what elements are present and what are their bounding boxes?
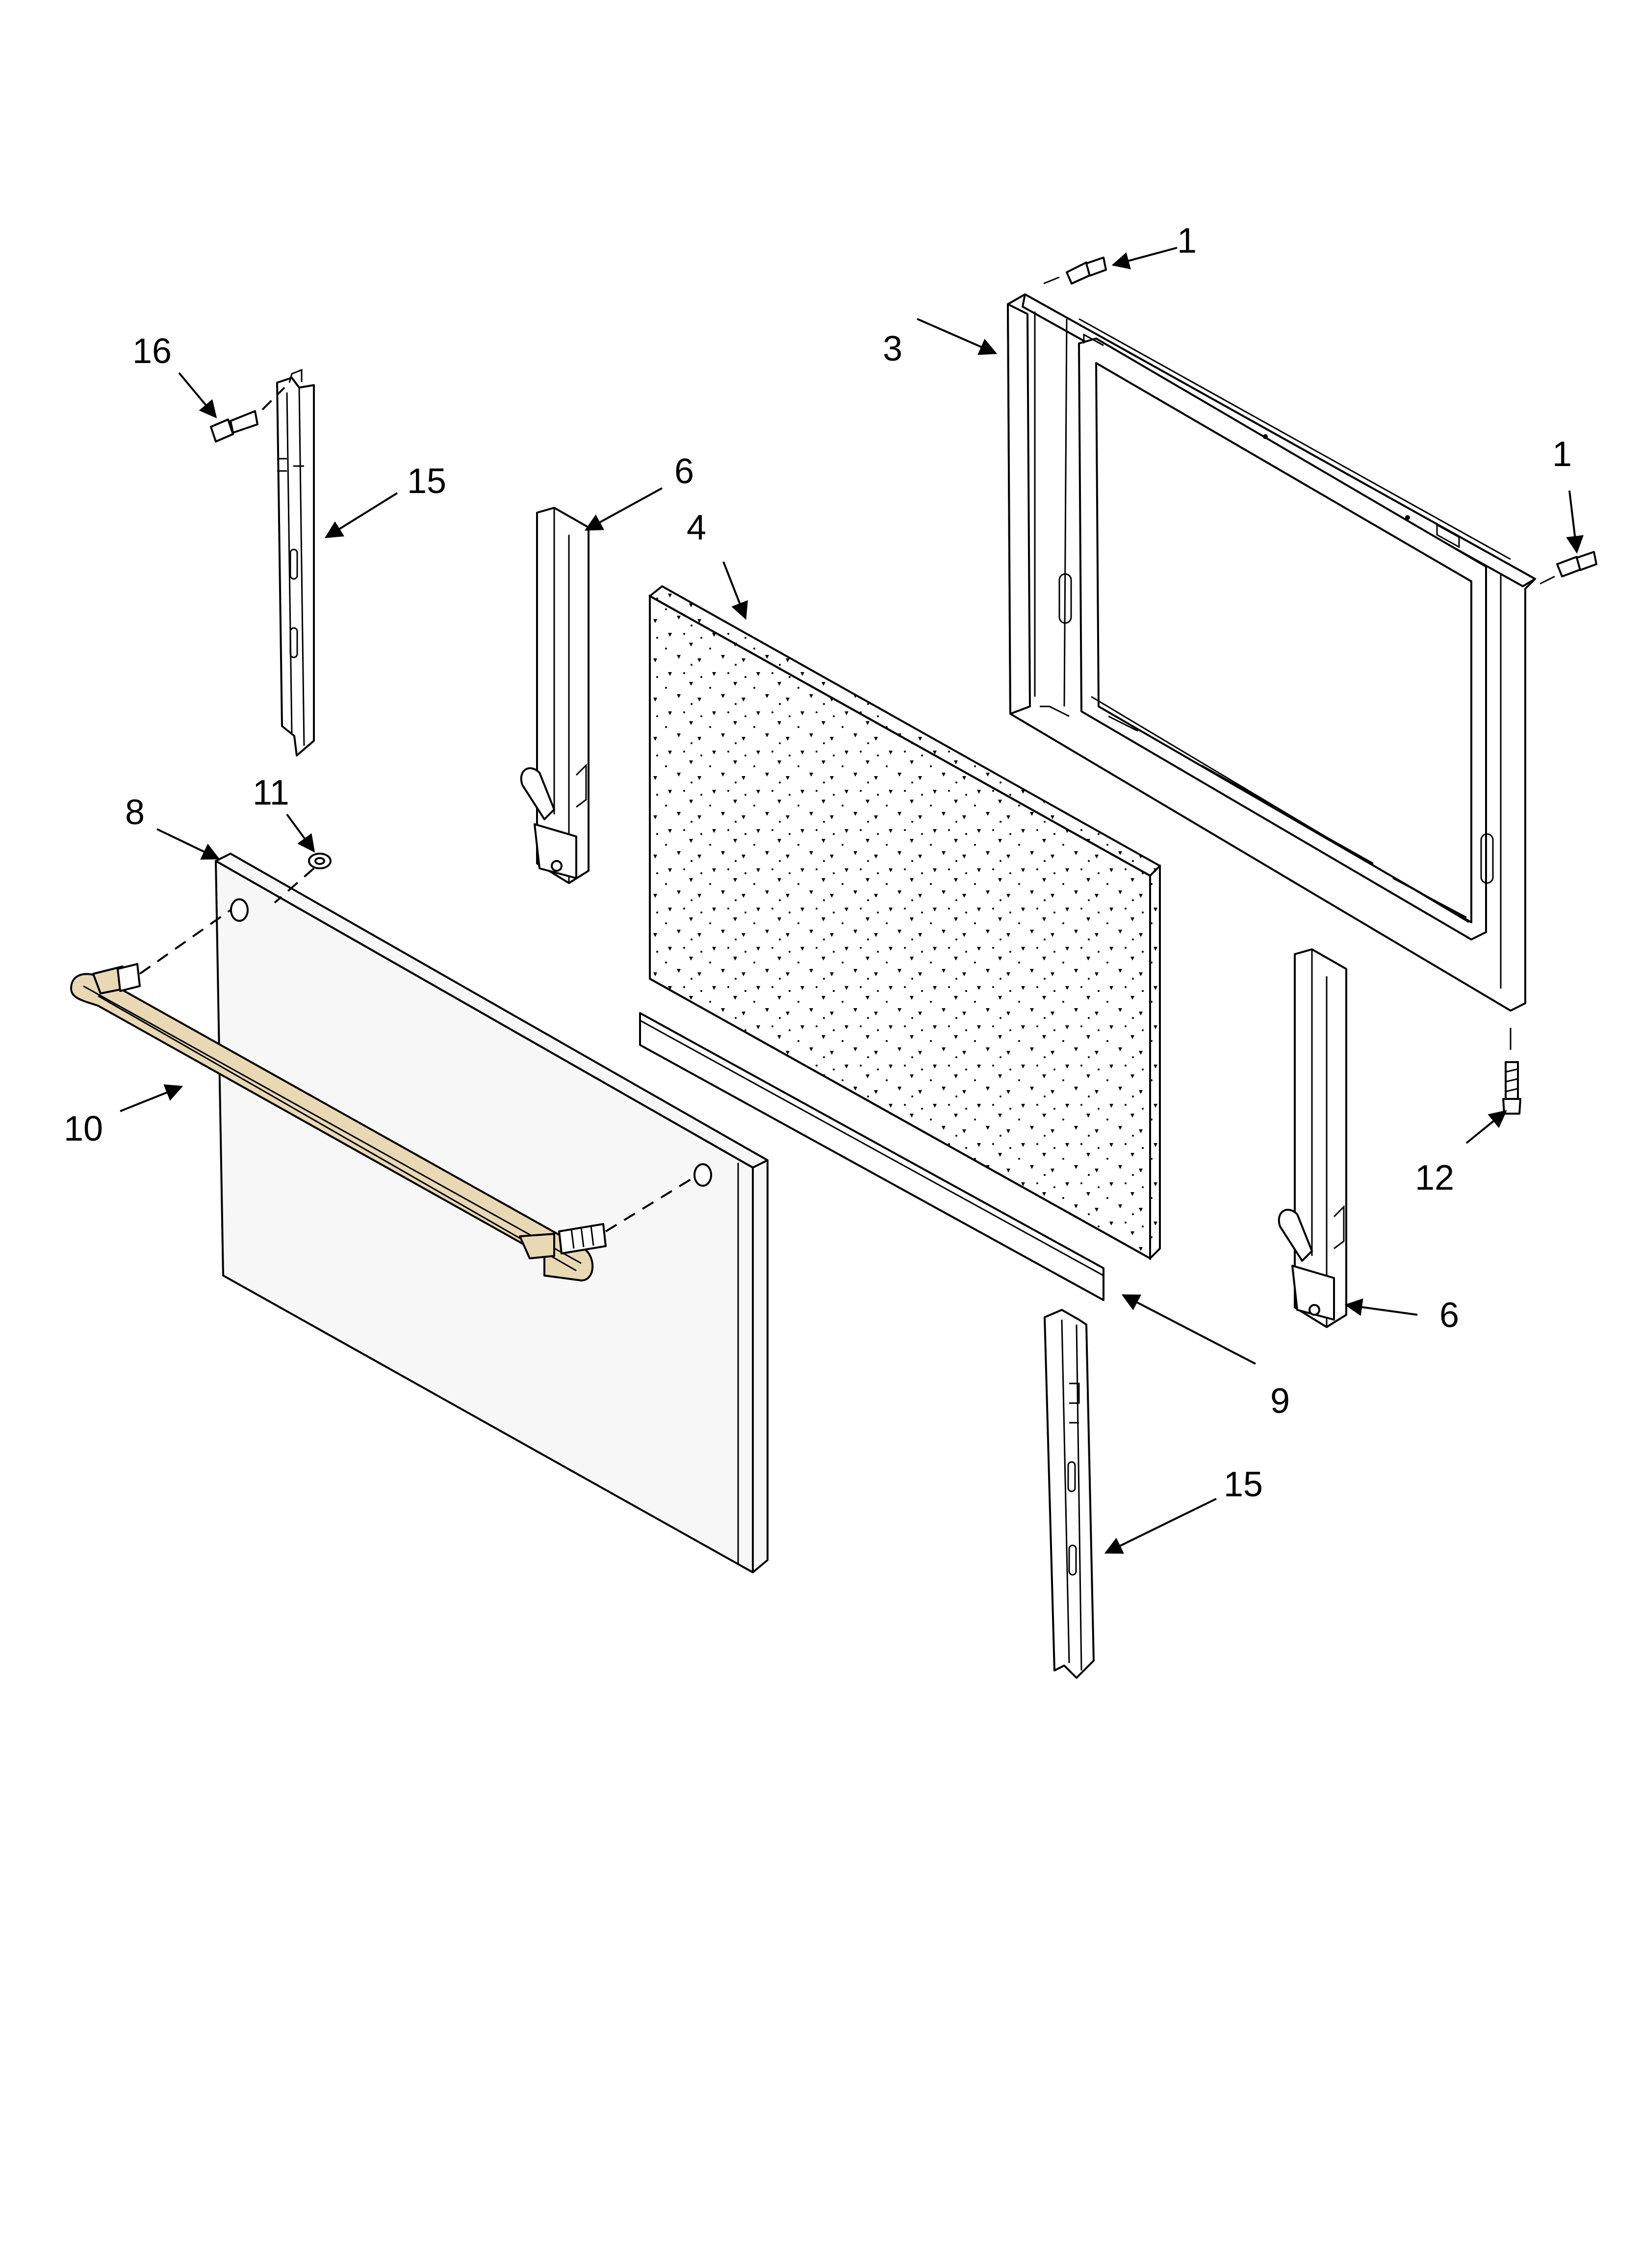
leader-15b bbox=[1104, 1498, 1217, 1554]
callout-15b: 15 bbox=[1224, 1465, 1263, 1504]
screw-1-top bbox=[1043, 257, 1107, 285]
callout-15a: 15 bbox=[407, 462, 446, 501]
leader-8 bbox=[156, 828, 220, 860]
callout-6b: 6 bbox=[1439, 1296, 1459, 1335]
leader-12 bbox=[1465, 1110, 1507, 1144]
leader-6a bbox=[584, 487, 663, 531]
washer bbox=[274, 853, 332, 904]
callout-3: 3 bbox=[883, 329, 902, 368]
callout-12: 12 bbox=[1415, 1158, 1454, 1198]
callout-6a: 6 bbox=[674, 452, 694, 491]
callout-10: 10 bbox=[64, 1109, 103, 1148]
leader-10 bbox=[120, 1084, 183, 1112]
screw-16 bbox=[210, 387, 285, 443]
callout-11: 11 bbox=[253, 773, 289, 812]
callout-1a: 1 bbox=[1177, 221, 1197, 261]
handle bbox=[70, 909, 695, 1281]
side-trim-upper bbox=[276, 368, 315, 756]
strip bbox=[639, 1012, 1104, 1301]
leader-11 bbox=[286, 813, 315, 853]
insulation-panel bbox=[648, 585, 1161, 1260]
inner-door-frame bbox=[1007, 293, 1536, 1012]
leader-16 bbox=[178, 372, 217, 418]
leader-1b bbox=[1566, 490, 1584, 554]
callout-9: 9 bbox=[1270, 1382, 1290, 1421]
handle-stud-left bbox=[117, 963, 141, 992]
hinge-upper bbox=[520, 507, 590, 884]
leader-1a bbox=[1111, 247, 1178, 269]
hinge-lower bbox=[1278, 948, 1347, 1328]
leader-6b bbox=[1344, 1298, 1418, 1316]
leader-lines bbox=[120, 247, 1584, 1554]
leader-15a bbox=[324, 492, 398, 538]
callout-1b: 1 bbox=[1552, 435, 1572, 474]
leader-9 bbox=[1121, 1294, 1256, 1365]
leader-4 bbox=[722, 561, 748, 620]
leader-3 bbox=[917, 318, 998, 355]
screw-12 bbox=[1502, 1028, 1521, 1115]
screw-1-right bbox=[1539, 551, 1597, 585]
callout-labels: 1 1 3 4 6 6 8 9 10 11 12 15 15 16 bbox=[64, 221, 1572, 1504]
callout-8: 8 bbox=[125, 793, 145, 832]
callout-4: 4 bbox=[687, 508, 706, 547]
handle-stud-right bbox=[558, 1223, 607, 1254]
side-trim-lower bbox=[1044, 1309, 1095, 1679]
callout-16: 16 bbox=[132, 332, 172, 371]
